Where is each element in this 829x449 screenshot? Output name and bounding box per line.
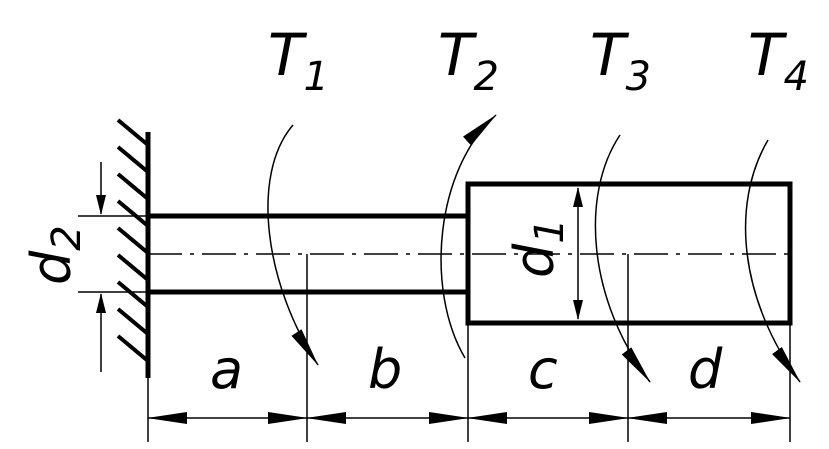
torque-label-t4: T4 bbox=[748, 21, 809, 100]
diameter-label-d2: d2 bbox=[20, 225, 90, 285]
diameter-label-d1: d1 bbox=[503, 218, 573, 278]
segment-label-c: c bbox=[528, 338, 558, 401]
fixed-support bbox=[116, 118, 151, 378]
torque-label-t1: T1 bbox=[268, 21, 329, 100]
segment-label-b: b bbox=[368, 338, 402, 401]
torque-label-t2: T2 bbox=[438, 21, 499, 100]
torque-label-t3: T3 bbox=[590, 21, 651, 100]
torque-arrow-t3 bbox=[594, 134, 651, 383]
torque-arrow-t4 bbox=[744, 139, 801, 383]
segment-label-a: a bbox=[210, 338, 243, 401]
shaft-large-section bbox=[465, 181, 793, 326]
d2-dimension bbox=[78, 162, 148, 372]
torque-arrow-t1 bbox=[267, 124, 319, 366]
torque-arrow-t2 bbox=[440, 114, 497, 359]
shaft-small-section bbox=[148, 213, 468, 295]
segment-label-d: d bbox=[688, 338, 723, 401]
